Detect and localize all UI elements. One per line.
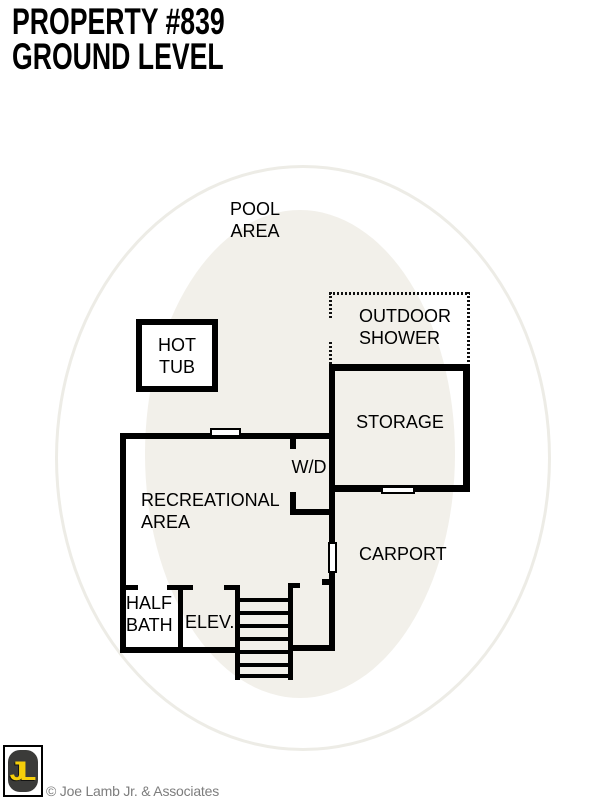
room-label-hot-tub: HOT TUB — [158, 334, 196, 377]
wall-storage-top — [329, 364, 470, 371]
wall-elev-top-right — [224, 585, 240, 590]
company-logo: JL — [3, 745, 43, 797]
dotted-wall-shower-left-upper — [329, 292, 332, 318]
watermark-circle — [145, 210, 455, 698]
wall-rec-left — [120, 433, 126, 653]
room-label-recreational-area: RECREATIONAL AREA — [141, 490, 280, 532]
stair-tread — [240, 650, 288, 654]
wall-stairs-jamb — [293, 583, 300, 588]
wall-halfbath-elev-divider — [178, 585, 183, 653]
room-label-washer-dryer: W/D — [291, 457, 327, 477]
stair-tread — [240, 611, 288, 615]
wall-wd-left — [290, 492, 296, 515]
logo-initials: JL — [9, 755, 36, 786]
room-label-outdoor-shower: OUTDOOR SHOWER — [359, 306, 451, 348]
wall-storage-right — [463, 364, 470, 492]
stair-tread — [240, 637, 288, 641]
wall-landing-bottom — [293, 645, 335, 651]
door-rec-top — [210, 428, 241, 437]
dotted-wall-shower-top — [329, 292, 470, 295]
wall-halfbath-top — [120, 585, 138, 590]
wall-rec-right — [329, 364, 335, 650]
room-label-half-bath: HALF BATH — [126, 593, 173, 635]
page-title: PROPERTY #839 GROUND LEVEL — [12, 1, 225, 77]
room-label-pool-area: POOL AREA — [229, 199, 281, 241]
logo-badge: JL — [8, 750, 38, 792]
wall-stairs-left — [235, 585, 240, 680]
door-storage — [381, 486, 415, 494]
wall-wd-stub — [290, 439, 296, 449]
stair-tread — [240, 624, 288, 628]
dotted-wall-shower-right — [467, 292, 470, 364]
level-title-line: GROUND LEVEL — [12, 36, 224, 77]
door-carport — [328, 542, 337, 573]
wall-wd-bottom — [290, 509, 335, 515]
stair-tread — [240, 663, 288, 667]
copyright-text: © Joe Lamb Jr. & Associates — [46, 783, 219, 799]
stair-tread — [240, 598, 288, 602]
dotted-wall-shower-left-lower — [329, 342, 332, 364]
room-label-elevator: ELEV. — [185, 612, 235, 632]
property-title-line: PROPERTY #839 — [12, 1, 225, 42]
wall-stairs-right — [288, 583, 293, 680]
room-label-carport: CARPORT — [359, 544, 447, 564]
hot-tub-box: HOT TUB — [136, 319, 218, 392]
room-label-storage: STORAGE — [356, 412, 444, 432]
watermark-outer-ring — [55, 165, 551, 751]
wall-carport-jamb — [322, 579, 329, 585]
stair-tread — [240, 674, 288, 678]
